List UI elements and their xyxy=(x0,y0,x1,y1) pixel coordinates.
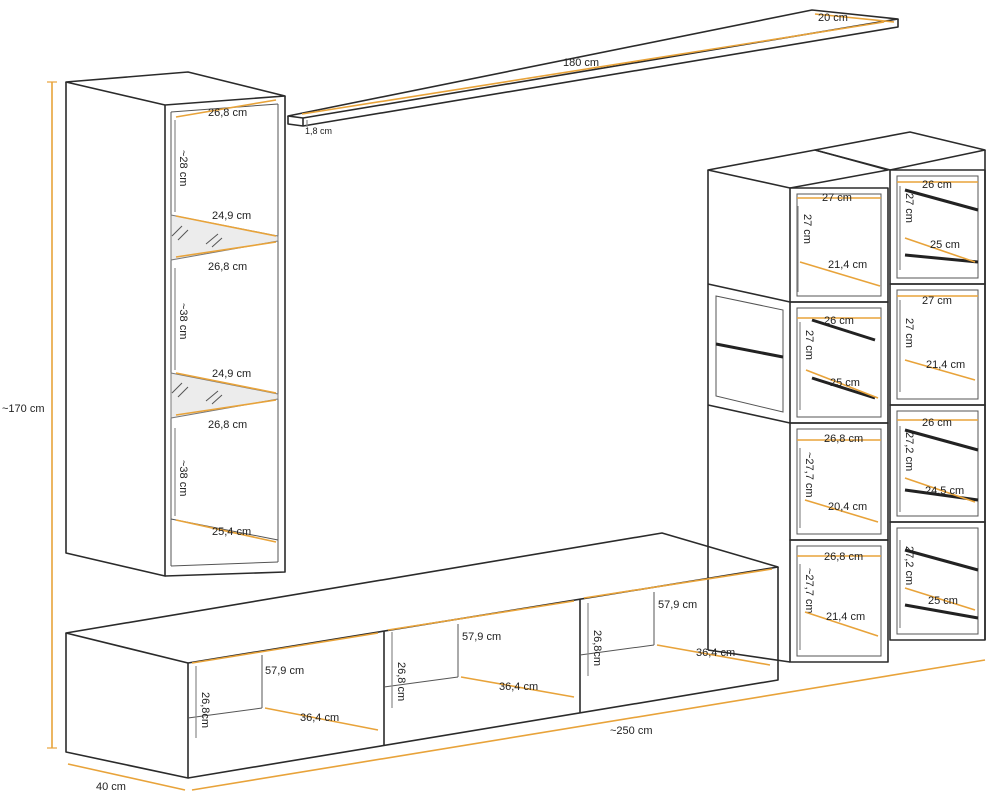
tv-c2-width-label: 57,9 cm xyxy=(462,631,501,643)
cabinet-shelf1-depth-label: 24,9 cm xyxy=(212,210,251,222)
cabinet-comp1-height-label: ~28 cm xyxy=(177,150,189,186)
overall-height-dimension: ~170 cm xyxy=(2,81,57,749)
tv-c2-height-label: 26,8 cm xyxy=(395,662,407,701)
overall-width-label: ~250 cm xyxy=(610,725,653,737)
cube-c-depth-label: 25 cm xyxy=(830,377,860,389)
cube-c-width-label: 26 cm xyxy=(824,315,854,327)
cube-a-height-label: 27 cm xyxy=(801,214,813,244)
shelf-depth-label: 20 cm xyxy=(818,12,848,24)
cube-a-depth-label: 21,4 cm xyxy=(828,259,867,271)
cube-h-height-label: 27,2 cm xyxy=(903,546,915,585)
cabinet-shelf1-width-label: 26,8 cm xyxy=(208,261,247,273)
tv-unit: 57,9 cm 26,8cm 36,4 cm 57,9 cm 26,8 cm 3… xyxy=(65,532,779,779)
cube-f-height-label: 27,2 cm xyxy=(903,432,915,471)
overall-height-label: ~170 cm xyxy=(2,403,45,415)
tv-c2-depth-label: 36,4 cm xyxy=(499,681,538,693)
cube-d-depth-label: 21,4 cm xyxy=(926,359,965,371)
cube-b-depth-label: 25 cm xyxy=(930,239,960,251)
cabinet-bottom-depth-label: 25,4 cm xyxy=(212,526,251,538)
cube-g-depth-label: 21,4 cm xyxy=(826,611,865,623)
cube-b-width-label: 26 cm xyxy=(922,179,952,191)
cube-e-width-label: 26,8 cm xyxy=(824,433,863,445)
tall-glass-cabinet: 26,8 cm ~28 cm 24,9 cm 26,8 cm ~38 cm 24… xyxy=(65,71,286,577)
cube-d-height-label: 27 cm xyxy=(903,318,915,348)
cabinet-top-width-label: 26,8 cm xyxy=(208,107,247,119)
cabinet-comp2-height-label: ~38 cm xyxy=(177,303,189,339)
tv-c1-width-label: 57,9 cm xyxy=(265,665,304,677)
cube-a-width-label: 27 cm xyxy=(822,192,852,204)
cube-g-width-label: 26,8 cm xyxy=(824,551,863,563)
shelf-length-label: 180 cm xyxy=(563,57,599,69)
tv-c3-depth-label: 36,4 cm xyxy=(696,647,735,659)
cube-d-width-label: 27 cm xyxy=(922,295,952,307)
cube-b-height-label: 27 cm xyxy=(903,193,915,223)
tv-c3-height-label: 26,8cm xyxy=(591,630,603,666)
cube-c-height-label: 27 cm xyxy=(803,330,815,360)
shelf-thickness-label: 1,8 cm xyxy=(305,126,332,136)
cube-g-height-label: ~27,7 cm xyxy=(803,568,815,614)
wall-shelf: 180 cm 20 cm 1,8 cm xyxy=(287,9,899,136)
cube-h-depth-label: 25 cm xyxy=(928,595,958,607)
cube-f-width-label: 26 cm xyxy=(922,417,952,429)
cabinet-shelf2-width-label: 26,8 cm xyxy=(208,419,247,431)
cube-e-height-label: ~27,7 cm xyxy=(803,452,815,498)
overall-width-dimension: ~250 cm xyxy=(191,659,986,791)
cabinet-comp3-height-label: ~38 cm xyxy=(177,460,189,496)
tv-c3-width-label: 57,9 cm xyxy=(658,599,697,611)
cabinet-shelf2-depth-label: 24,9 cm xyxy=(212,368,251,380)
tv-c1-height-label: 26,8cm xyxy=(199,692,211,728)
cube-stack: 27 cm 27 cm 21,4 cm 26 cm 27 cm 25 cm 26… xyxy=(707,131,986,663)
tv-c1-depth-label: 36,4 cm xyxy=(300,712,339,724)
cube-f-depth-label: 24,5 cm xyxy=(925,485,964,497)
overall-depth-dimension: 40 cm xyxy=(67,763,186,793)
overall-depth-label: 40 cm xyxy=(96,781,126,793)
cube-e-depth-label: 20,4 cm xyxy=(828,501,867,513)
